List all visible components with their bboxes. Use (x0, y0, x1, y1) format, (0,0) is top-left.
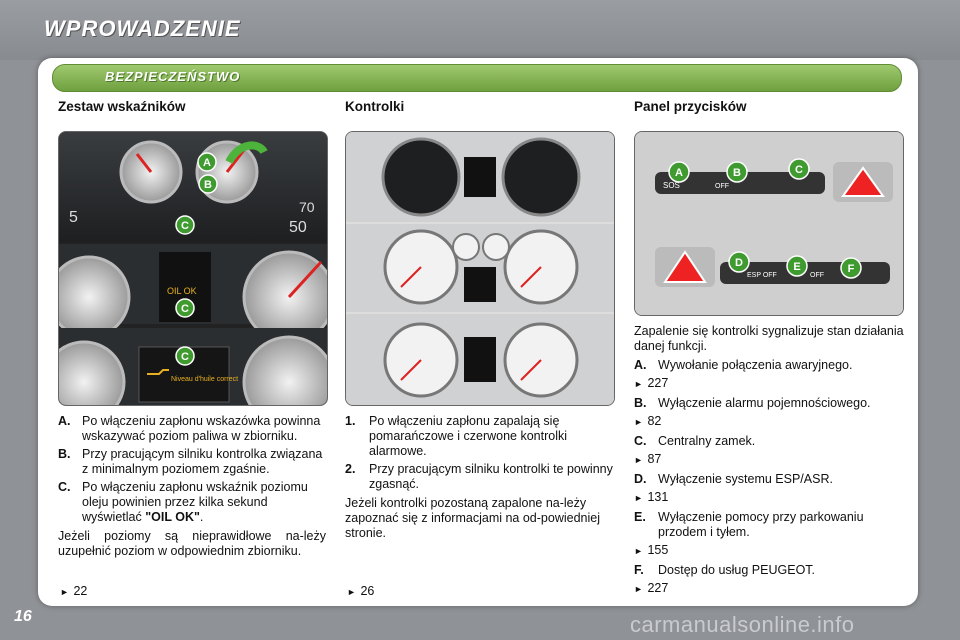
label-f-marker: F (840, 257, 862, 279)
hazard-warning-icon-2 (663, 250, 707, 283)
watermark: carmanualsonline.info (630, 612, 855, 637)
page-number: 16 (14, 608, 32, 625)
svg-text:A: A (675, 167, 683, 179)
warning-lamps-photo (345, 131, 615, 406)
svg-text:C: C (181, 303, 189, 315)
section-title: BEZPIECZEŃSTWO (105, 69, 241, 84)
instrument-cluster-photo: 5 70 50 OIL OK Niveau d'huile correct A … (58, 131, 328, 406)
col2-item-1: 1.Po włączeniu zapłonu zapalają się poma… (345, 414, 568, 458)
button-panel-photo: SOS OFF ESP OFF OFF A B C D E F (634, 131, 904, 316)
label-a-marker: A (197, 152, 217, 172)
page-ref-icon: ► (634, 493, 643, 503)
col3-title: Panel przycisków (634, 99, 747, 114)
col3-item-d: D.Wyłączenie systemu ESP/ASR. (634, 472, 833, 486)
col2-note: Jeżeli kontrolki pozostaną zapalone na-l… (345, 496, 600, 540)
col3-ref-e[interactable]: ► 155 (634, 543, 669, 557)
page-title: WPROWADZENIE (44, 16, 241, 41)
col1-item-b: B.Przy pracującym silniku kontrolka zwią… (58, 447, 323, 476)
col1-text: A.Po włączeniu zapłonu wskazówka powinna… (58, 414, 326, 559)
col3-ref-b[interactable]: ► 82 (634, 414, 662, 428)
section-banner: BEZPIECZEŃSTWO (52, 64, 902, 92)
hazard-warning-icon (841, 166, 885, 197)
label-e-marker: E (786, 255, 808, 277)
col3-item-c: C.Centralny zamek. (634, 434, 756, 448)
col3-item-e: E.Wyłączenie pomocy przy parkowaniu przo… (634, 510, 864, 539)
page-ref-icon: ► (634, 417, 643, 427)
page-ref-icon: ► (60, 587, 69, 597)
esp-off-label: ESP OFF (747, 272, 777, 279)
col2-item-2: 2.Przy pracującym silniku kontrolki te p… (345, 462, 613, 491)
svg-text:B: B (733, 167, 741, 179)
label-c-marker-2: C (175, 298, 195, 318)
svg-text:B: B (204, 179, 212, 191)
alarm-off-label: OFF (715, 183, 729, 190)
col3-item-f: F.Dostęp do usług PEUGEOT. (634, 563, 816, 577)
col3-ref-a[interactable]: ► 227 (634, 376, 669, 390)
col1-note: Jeżeli poziomy są nieprawidłowe na-leży … (58, 529, 326, 558)
svg-text:C: C (181, 220, 189, 232)
col3-ref-c[interactable]: ► 87 (634, 452, 662, 466)
col3-intro: Zapalenie się kontrolki sygnalizuje stan… (634, 324, 904, 353)
label-c-marker: C (788, 158, 810, 180)
page-ref-icon: ► (634, 379, 643, 389)
page-ref-icon: ► (634, 455, 643, 465)
top-band (0, 0, 960, 60)
page-ref-icon: ► (634, 546, 643, 556)
col2-text: 1.Po włączeniu zapłonu zapalają się poma… (345, 414, 615, 541)
col1-item-c: C.Po włączeniu zapłonu wskaźnik poziomu … (58, 480, 308, 524)
svg-text:C: C (181, 351, 189, 363)
label-c-marker-1: C (175, 215, 195, 235)
label-b-marker: B (726, 161, 748, 183)
page-ref-icon: ► (634, 584, 643, 594)
col1-title: Zestaw wskaźników (58, 99, 186, 114)
oil-ok-display: OIL OK (167, 286, 197, 296)
col2-title: Kontrolki (345, 99, 405, 114)
svg-text:F: F (848, 263, 855, 275)
col2-page-ref[interactable]: ► 26 (347, 584, 375, 598)
label-a-marker: A (668, 161, 690, 183)
col3-text: Zapalenie się kontrolki sygnalizuje stan… (634, 324, 906, 597)
col3-ref-d[interactable]: ► 131 (634, 490, 669, 504)
svg-text:C: C (795, 164, 803, 176)
col1-item-a: A.Po włączeniu zapłonu wskazówka powinna… (58, 414, 321, 443)
label-d-marker: D (728, 251, 750, 273)
col3-ref-f[interactable]: ► 227 (634, 581, 669, 595)
niveau-huile-display: Niveau d'huile correct (171, 376, 238, 383)
page-ref-icon: ► (347, 587, 356, 597)
svg-text:E: E (793, 261, 800, 273)
col1-page-ref[interactable]: ► 22 (60, 584, 88, 598)
svg-text:50: 50 (289, 219, 307, 236)
sos-button-label: SOS (663, 181, 680, 190)
col3-item-a: A.Wywołanie połączenia awaryjnego. (634, 358, 853, 372)
label-c-marker-3: C (175, 346, 195, 366)
park-off-label: OFF (810, 272, 824, 279)
svg-text:5: 5 (69, 209, 78, 226)
col3-item-b: B.Wyłączenie alarmu pojemnościowego. (634, 396, 871, 410)
svg-text:70: 70 (299, 199, 315, 215)
svg-text:D: D (735, 257, 743, 269)
label-b-marker: B (198, 174, 218, 194)
svg-text:A: A (203, 157, 211, 169)
